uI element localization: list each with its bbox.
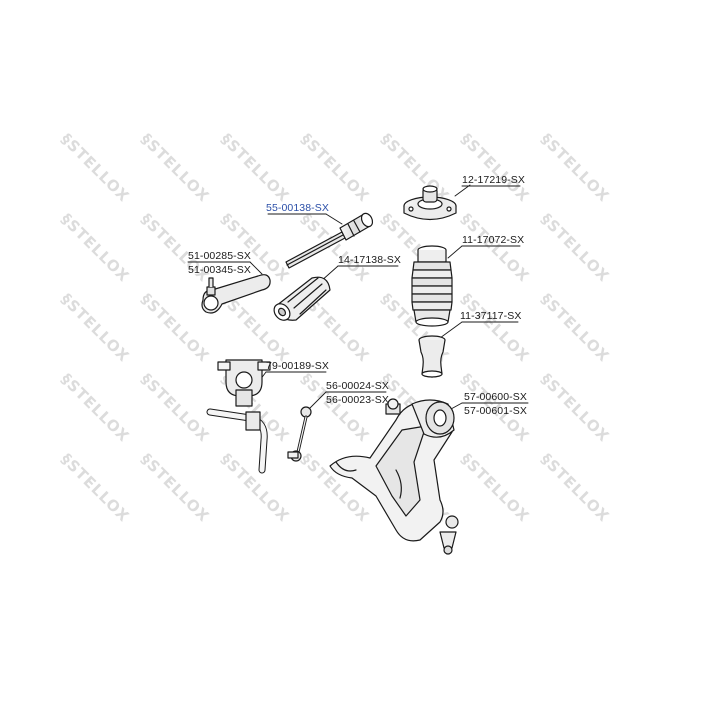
part-label-stabilizer-link-2[interactable]: 56-00023-SX [326, 394, 389, 406]
top-mount-icon [403, 185, 457, 221]
tie-rod-icon [285, 212, 374, 269]
tie-rod-end-icon [201, 274, 271, 314]
part-label-control-arm-2[interactable]: 57-00601-SX [464, 405, 527, 417]
part-label-stabilizer-bushing[interactable]: 79-00189-SX [266, 360, 329, 372]
part-label-tie-rod[interactable]: 55-00138-SX [266, 202, 329, 214]
part-label-control-arm-1[interactable]: 57-00600-SX [464, 391, 527, 403]
steering-boot-icon [273, 276, 331, 321]
stabilizer-link-icon [287, 406, 312, 462]
shock-boot-icon [411, 245, 453, 327]
part-label-shock-boot[interactable]: 11-17072-SX [462, 234, 525, 246]
stabilizer-bar-icon [206, 408, 268, 474]
part-label-tie-rod-end-1[interactable]: 51-00285-SX [188, 250, 251, 262]
bump-stop-icon [418, 335, 446, 378]
part-label-steering-boot[interactable]: 14-17138-SX [338, 254, 401, 266]
part-label-tie-rod-end-2[interactable]: 51-00345-SX [188, 264, 251, 276]
part-label-bump-stop[interactable]: 11-37117-SX [460, 310, 522, 322]
control-arm-icon [329, 398, 459, 555]
part-label-stabilizer-link-1[interactable]: 56-00024-SX [326, 380, 389, 392]
stabilizer-bushing-icon [217, 359, 271, 407]
part-label-top-mount[interactable]: 12-17219-SX [462, 174, 525, 186]
